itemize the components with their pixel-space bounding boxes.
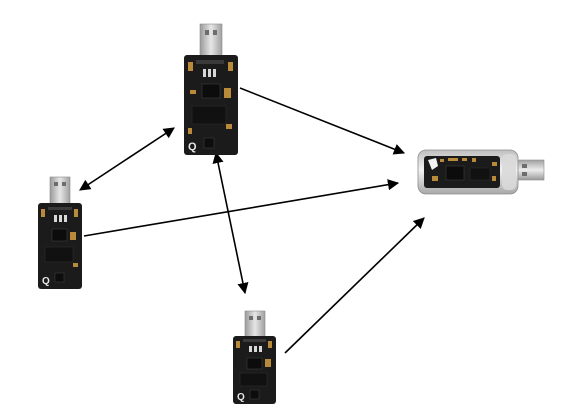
arrow-top-bottom-bidirectional — [212, 151, 249, 295]
svg-text:Q: Q — [237, 392, 245, 403]
arrow-top-to-receiver — [239, 87, 406, 155]
arrow-bottom-to-receiver — [284, 217, 425, 354]
usb-stick-receiver — [417, 149, 545, 195]
usb-dongle-top: Q — [184, 23, 238, 155]
usb-connector — [49, 176, 71, 205]
usb-connector — [199, 23, 223, 57]
arrows — [79, 87, 425, 354]
circuit-board — [233, 336, 276, 404]
usb-connector — [513, 159, 545, 181]
usb-dongle-bottom: Q — [233, 310, 276, 404]
arrow-left-to-receiver — [83, 179, 400, 237]
circuit-board — [184, 55, 238, 155]
svg-text:Q: Q — [188, 141, 197, 153]
usb-connector — [244, 310, 266, 338]
circuit-board — [38, 203, 82, 289]
svg-text:Q: Q — [42, 276, 50, 287]
usb-dongle-left: Q — [38, 176, 82, 289]
arrow-top-left-bidirectional — [79, 127, 175, 191]
